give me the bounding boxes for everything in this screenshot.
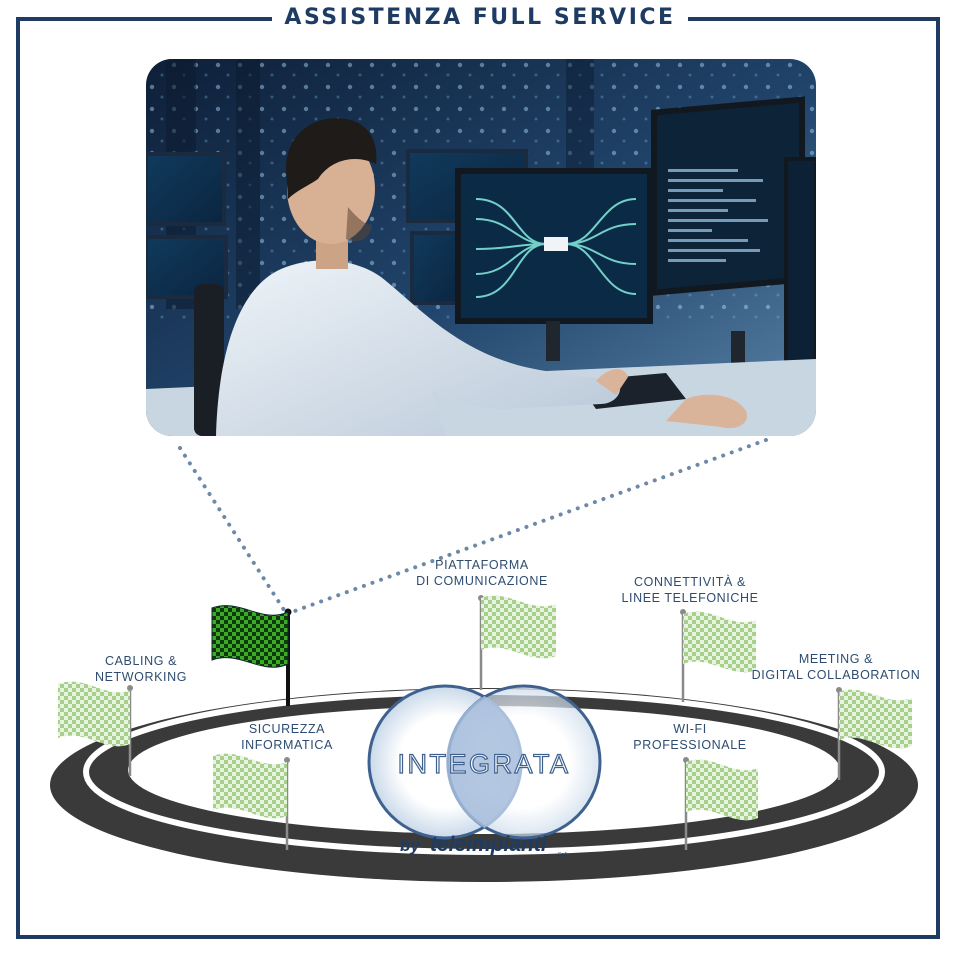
brand-name: teleimpianti	[430, 833, 548, 856]
checkered-flag-icon	[478, 595, 556, 690]
connector-lines	[178, 438, 768, 614]
brand-by: by	[400, 836, 421, 855]
checkered-flag-icon	[683, 757, 758, 850]
teleimpianti-brand: by teleimpianti SpA	[400, 833, 568, 858]
checkered-flag-icon	[680, 609, 756, 702]
service-label-meeting-collaboration: MEETING & DIGITAL COLLABORATION	[751, 652, 921, 682]
integrata-logo: INTEGRATA	[367, 684, 602, 840]
service-label-wifi-professionale: WI-FI PROFESSIONALE	[633, 722, 747, 752]
service-label-sicurezza-informatica: SICUREZZA INFORMATICA	[241, 722, 333, 752]
checkered-flag-icon	[211, 605, 292, 706]
logo-name: INTEGRATA	[397, 749, 570, 779]
technician-at-monitors-photo	[146, 59, 816, 436]
checkered-flag-icon	[213, 753, 290, 850]
service-label-connettivita-linee: CONNETTIVITÀ & LINEE TELEFONICHE	[621, 575, 759, 605]
brand-suffix: SpA	[558, 852, 568, 858]
checkered-flag-icon	[58, 681, 133, 776]
service-label-cabling-networking: CABLING & NETWORKING	[94, 654, 188, 684]
service-label-piattaforma-comunicazione: PIATTAFORMA DI COMUNICAZIONE	[416, 558, 548, 588]
checkered-flag-icon	[836, 687, 912, 780]
